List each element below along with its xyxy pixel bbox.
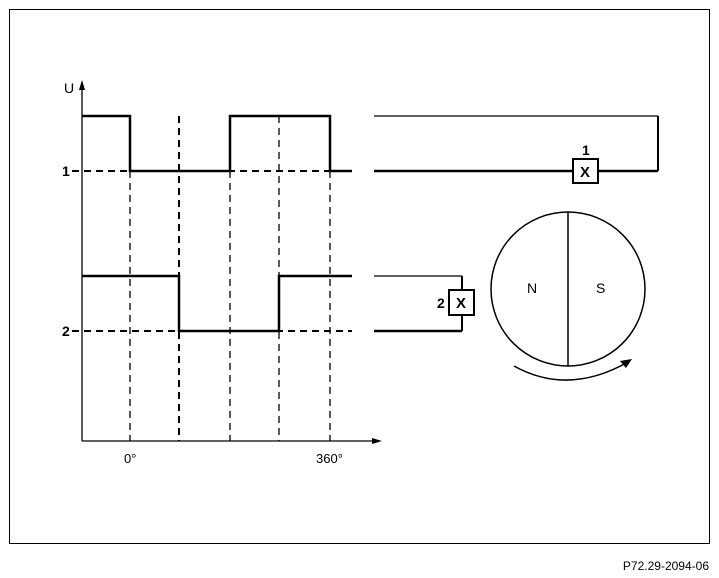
sensor-2-circuit — [374, 275, 475, 333]
sensor-2-box — [448, 289, 475, 316]
tick-label-start: 0° — [124, 451, 136, 466]
pole-south-label: S — [596, 280, 605, 296]
magnet-rotor — [490, 211, 646, 381]
x-axis-arrow — [372, 438, 382, 444]
tick-label-end: 360° — [316, 451, 343, 466]
waveform-signal-1 — [82, 114, 352, 173]
axis-u-label: U — [64, 80, 74, 96]
signal-2-label: 2 — [62, 323, 70, 339]
sensor-1-box — [572, 158, 599, 184]
sensor-1-symbol: X — [580, 164, 590, 181]
sensor-1-label: 1 — [582, 142, 590, 158]
signal-1-label: 1 — [62, 163, 70, 179]
reference-code: P72.29-2094-06 — [622, 559, 709, 573]
diagram-frame — [9, 9, 710, 544]
pole-north-label: N — [527, 280, 537, 296]
waveform-signal-2 — [82, 274, 352, 333]
rotation-arrow-head — [620, 359, 632, 368]
sensor-2-symbol: X — [456, 295, 466, 312]
rotation-arrow-arc — [513, 361, 629, 381]
sensor-2-label: 2 — [437, 295, 445, 311]
baselines — [72, 170, 352, 332]
sensor-1-circuit — [374, 115, 659, 184]
axes — [79, 80, 382, 444]
y-axis-arrow — [79, 80, 85, 90]
